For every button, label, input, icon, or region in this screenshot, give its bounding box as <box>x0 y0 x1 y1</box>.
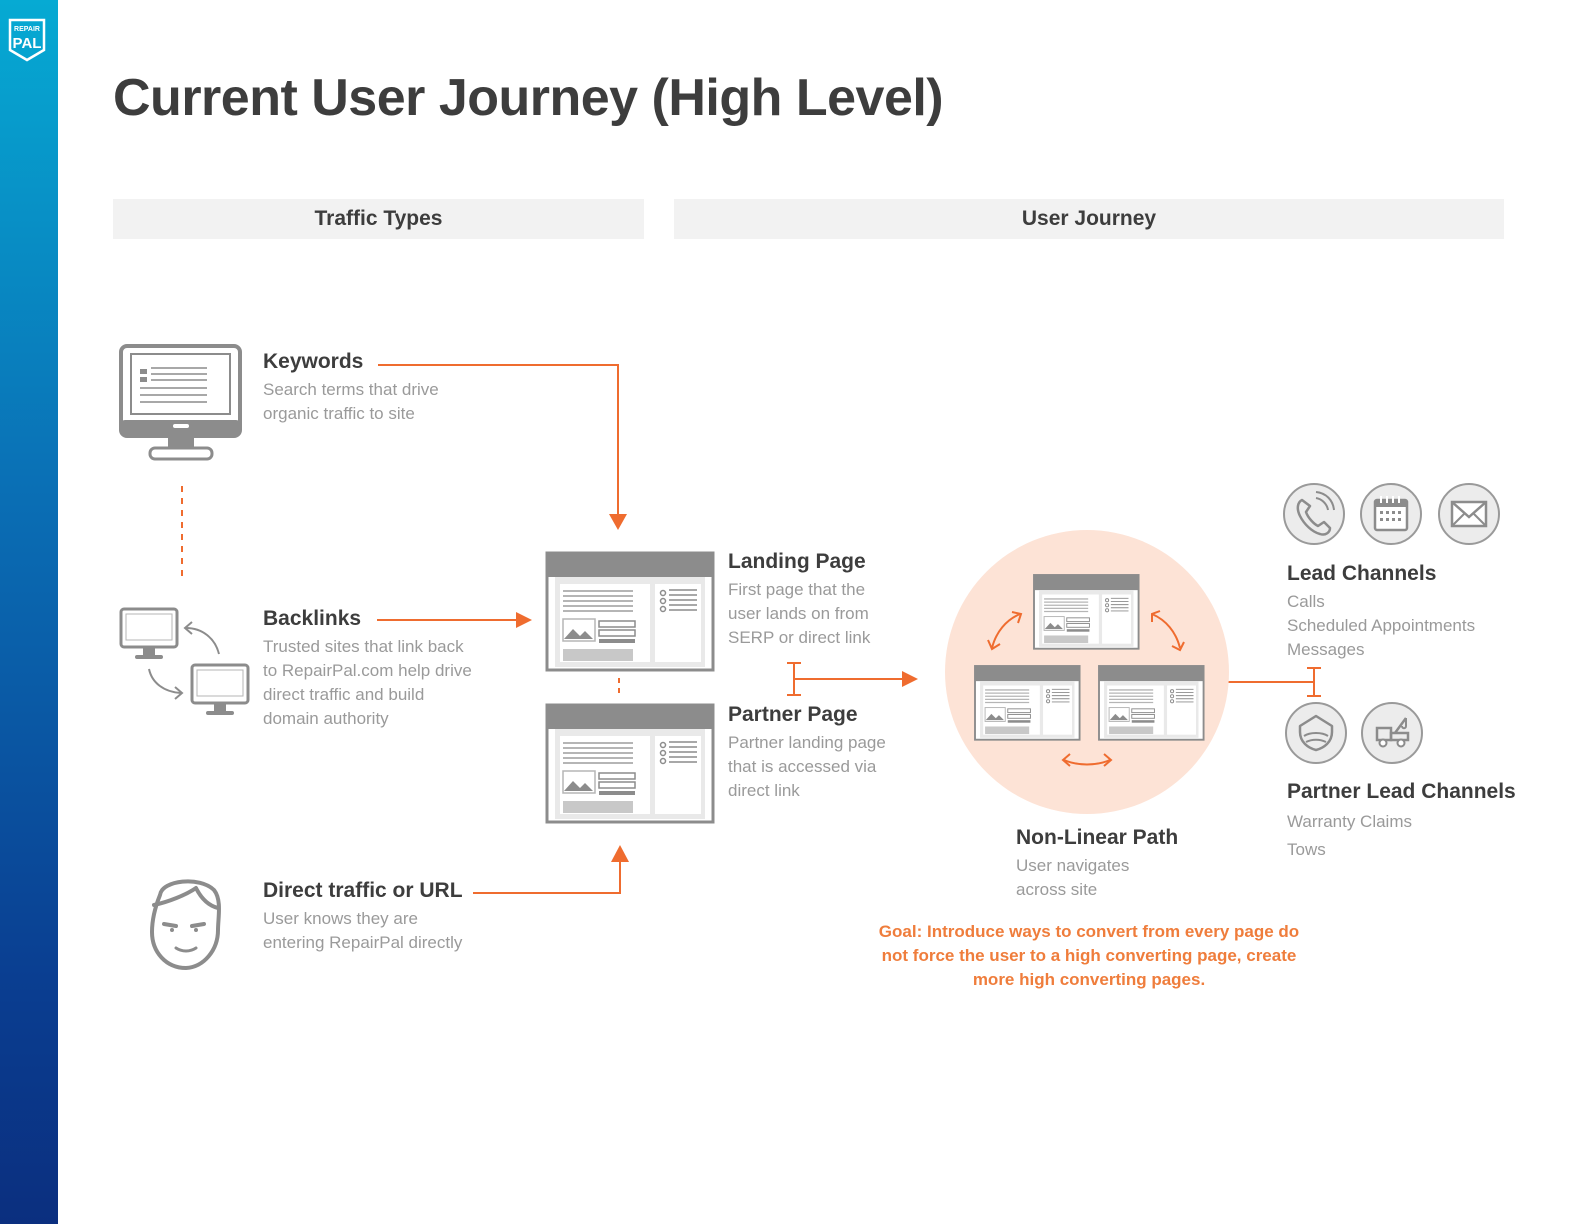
lead-channels-title: Lead Channels <box>1287 562 1437 585</box>
tow-truck-icon <box>1361 702 1423 764</box>
landing-page-block: Landing Page First page that the user la… <box>728 550 870 650</box>
calendar-icon <box>1360 483 1422 545</box>
header-user-journey: User Journey <box>674 199 1504 239</box>
landing-page-desc-line: First page that the <box>728 580 866 599</box>
svg-text:REPAIR: REPAIR <box>14 26 40 33</box>
monitor-icon <box>119 344 242 461</box>
direct-traffic-block: Direct traffic or URL User knows they ar… <box>263 879 463 955</box>
backlinks-block: Backlinks Trusted sites that link back t… <box>263 607 472 731</box>
nonlinear-path-desc-line: across site <box>1016 880 1098 899</box>
backlinks-desc-line: Trusted sites that link back <box>263 637 464 656</box>
partner-lead-channel-item: Warranty Claims <box>1287 812 1412 831</box>
goal-line: more high converting pages. <box>972 970 1206 989</box>
arrow-heads <box>516 514 918 862</box>
keywords-desc-line: Search terms that drive <box>263 380 439 399</box>
keywords-desc-line: organic traffic to site <box>263 404 415 423</box>
lead-channel-item: Messages <box>1287 640 1365 659</box>
svg-text:PAL: PAL <box>13 35 42 52</box>
repairpal-logo: REPAIR PAL <box>8 18 46 62</box>
direct-traffic-desc-line: entering RepairPal directly <box>263 933 463 952</box>
keywords-block: Keywords Search terms that drive organic… <box>263 350 439 426</box>
direct-traffic-title: Direct traffic or URL <box>263 879 463 902</box>
goal-line: Goal: Introduce ways to convert from eve… <box>878 922 1300 941</box>
flow-arrows <box>377 364 1321 894</box>
partner-page-title: Partner Page <box>728 703 858 726</box>
landing-page-webpage-icon <box>545 551 715 672</box>
lead-channels-block: Lead Channels Calls Scheduled Appointmen… <box>1287 562 1475 662</box>
partner-page-desc-line: that is accessed via <box>728 757 877 776</box>
backlinks-desc-line: to RepairPal.com help drive <box>263 661 472 680</box>
nonlinear-path-block: Non-Linear Path User navigates across si… <box>1016 826 1178 902</box>
partner-lead-channels-title: Partner Lead Channels <box>1287 780 1516 803</box>
keywords-title: Keywords <box>263 350 364 373</box>
nonlinear-path-desc-line: User navigates <box>1016 856 1130 875</box>
lead-channel-item: Calls <box>1287 592 1325 611</box>
phone-icon <box>1283 483 1345 545</box>
partner-page-desc-line: direct link <box>728 781 800 800</box>
partner-page-block: Partner Page Partner landing page that i… <box>728 703 886 803</box>
direct-traffic-arrow <box>473 860 621 894</box>
navigation-cycle-arrows <box>987 610 1185 767</box>
page-title: Current User Journey (High Level) <box>113 69 944 127</box>
two-computers-icon <box>119 607 250 717</box>
partner-lead-channel-item: Tows <box>1287 840 1326 859</box>
person-icon <box>150 879 221 970</box>
header-traffic-types: Traffic Types <box>113 199 644 239</box>
backlinks-desc-line: direct traffic and build <box>263 685 425 704</box>
backlinks-title: Backlinks <box>263 607 362 630</box>
backlinks-desc-line: domain authority <box>263 709 389 728</box>
landing-page-desc-line: user lands on from <box>728 604 869 623</box>
nonlinear-path-circle <box>945 530 1229 814</box>
envelope-icon <box>1438 483 1500 545</box>
goal-statement: Goal: Introduce ways to convert from eve… <box>874 920 1304 992</box>
nonlinear-path-title: Non-Linear Path <box>1016 826 1179 849</box>
partner-page-webpage-icon <box>545 703 715 824</box>
partner-lead-channels-block: Partner Lead Channels Warranty Claims To… <box>1287 780 1516 864</box>
landing-page-desc-line: SERP or direct link <box>728 628 871 647</box>
lead-channel-item: Scheduled Appointments <box>1287 616 1476 635</box>
partner-page-desc-line: Partner landing page <box>728 733 886 752</box>
sidebar-brand-strip: REPAIR PAL <box>0 0 58 1224</box>
direct-traffic-desc-line: User knows they are <box>263 909 418 928</box>
shield-icon <box>1285 702 1347 764</box>
keywords-arrow <box>378 364 619 516</box>
landing-page-title: Landing Page <box>728 550 866 573</box>
goal-line: not force the user to a high converting … <box>881 946 1297 965</box>
